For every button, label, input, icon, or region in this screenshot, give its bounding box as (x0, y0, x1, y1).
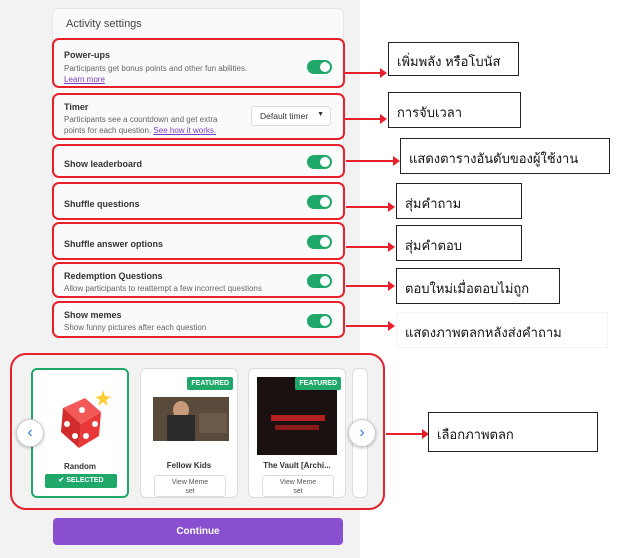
callout-arrow (344, 114, 387, 124)
see-how-it-works-link[interactable]: See how it works. (153, 126, 217, 135)
callout-shuffle-answers: สุ่มคำตอบ (396, 225, 522, 261)
callout-power-ups: เพิ่มพลัง หรือโบนัส (388, 42, 519, 76)
setting-show-leaderboard: Show leaderboard (52, 144, 345, 178)
setting-description: Allow participants to reattempt a few in… (64, 284, 262, 293)
meme-thumbnail (153, 379, 229, 441)
meme-name: The Vault [Archi... (263, 461, 331, 470)
power-ups-toggle[interactable] (307, 60, 332, 74)
callout-arrow (344, 68, 387, 78)
chevron-right-icon: › (359, 424, 365, 441)
selected-badge: ✔ SELECTED (45, 474, 117, 488)
carousel-prev-button[interactable]: ‹ (16, 419, 44, 447)
continue-button[interactable]: Continue (53, 518, 343, 545)
caret-down-icon: ▼ (317, 111, 324, 118)
timer-dropdown[interactable]: Default timer▼ (251, 106, 331, 126)
callout-arrow (346, 242, 395, 252)
setting-power-ups: Power-ups Participants get bonus points … (52, 38, 345, 88)
meme-name: Fellow Kids (166, 461, 212, 470)
setting-shuffle-answer-options: Shuffle answer options (52, 222, 345, 260)
show-memes-toggle[interactable] (307, 314, 332, 328)
setting-redemption-questions: Redemption Questions Allow participants … (52, 262, 345, 298)
setting-shuffle-questions: Shuffle questions (52, 182, 345, 220)
setting-title: Shuffle answer options (64, 239, 164, 249)
callout-select-meme: เลือกภาพตลก (428, 412, 598, 452)
show-leaderboard-toggle[interactable] (307, 155, 332, 169)
setting-title: Redemption Questions (64, 271, 163, 281)
featured-badge: FEATURED (295, 377, 341, 390)
setting-description: Participants see a countdown and get ext… (64, 115, 218, 124)
dice-icon (61, 390, 111, 448)
featured-badge: FEATURED (187, 377, 233, 390)
callout-redemption: ตอบใหม่เมื่อตอบไม่ถูก (396, 268, 560, 304)
callout-arrow (346, 281, 395, 291)
callout-arrow (386, 429, 429, 439)
callout-show-memes: แสดงภาพตลกหลังส่งคำถาม (396, 312, 608, 348)
carousel-next-button[interactable]: › (348, 419, 376, 447)
chevron-left-icon: ‹ (27, 424, 33, 441)
meme-name: Random (64, 462, 96, 471)
setting-show-memes: Show memes Show funny pictures after eac… (52, 301, 345, 338)
meme-thumbnail (257, 377, 337, 455)
setting-description: Participants get bonus points and other … (64, 64, 248, 73)
settings-title: Activity settings (66, 18, 142, 30)
callout-arrow (346, 321, 395, 331)
redemption-questions-toggle[interactable] (307, 274, 332, 288)
setting-title: Timer (64, 102, 89, 112)
callout-arrow (346, 156, 400, 166)
check-icon: ✔ (58, 477, 65, 484)
setting-description: points for each question. See how it wor… (64, 126, 217, 135)
callout-shuffle-questions: สุ่มคำถาม (396, 183, 522, 219)
shuffle-answer-options-toggle[interactable] (307, 235, 332, 249)
setting-title: Power-ups (64, 50, 111, 60)
meme-card-random[interactable]: Random ✔ SELECTED (31, 368, 129, 498)
setting-description: Show funny pictures after each question (64, 323, 207, 332)
callout-leaderboard: แสดงตารางอันดับของผู้ใช้งาน (400, 138, 610, 174)
setting-title: Show leaderboard (64, 159, 143, 169)
callout-timer: การจับเวลา (388, 92, 521, 128)
setting-timer: Timer Participants see a countdown and g… (52, 93, 345, 140)
learn-more-link[interactable]: Learn more (64, 75, 105, 84)
setting-title: Shuffle questions (64, 199, 140, 209)
shuffle-questions-toggle[interactable] (307, 195, 332, 209)
callout-arrow (346, 202, 395, 212)
setting-title: Show memes (64, 310, 122, 320)
